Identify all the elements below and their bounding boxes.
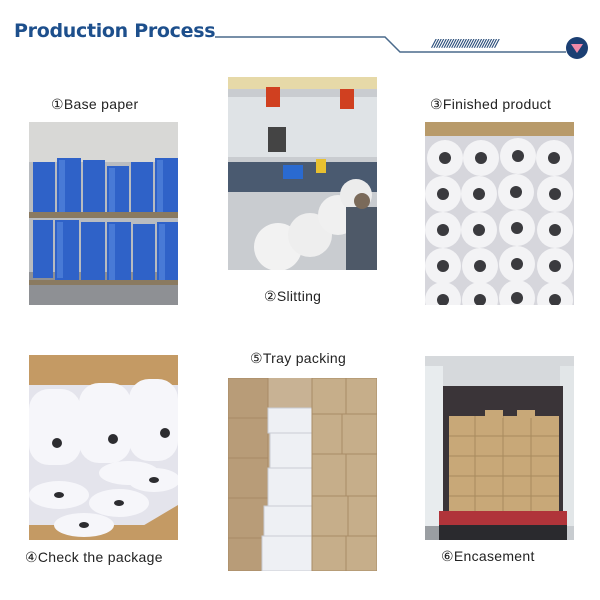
step-label-check-package: ④Check the package bbox=[25, 549, 163, 565]
triangle-down-icon bbox=[571, 44, 583, 53]
hatch-decoration: ////////////////////////// bbox=[432, 37, 499, 50]
step-label-encasement: ⑥Encasement bbox=[441, 548, 535, 564]
photo-check-package bbox=[29, 355, 178, 540]
header-divider-line bbox=[215, 36, 566, 53]
badge-circle bbox=[566, 37, 588, 59]
photo-base-paper bbox=[29, 122, 178, 305]
photo-tray-packing bbox=[228, 378, 377, 571]
step-label-finished-product: ③Finished product bbox=[430, 96, 552, 112]
page-title: Production Process bbox=[14, 20, 216, 42]
step-label-slitting: ②Slitting bbox=[264, 288, 322, 304]
photo-finished-product bbox=[425, 122, 574, 305]
photo-slitting bbox=[228, 77, 377, 270]
step-label-base-paper: ①Base paper bbox=[51, 96, 139, 112]
photo-encasement bbox=[425, 356, 574, 540]
step-label-tray-packing: ⑤Tray packing bbox=[250, 350, 347, 366]
